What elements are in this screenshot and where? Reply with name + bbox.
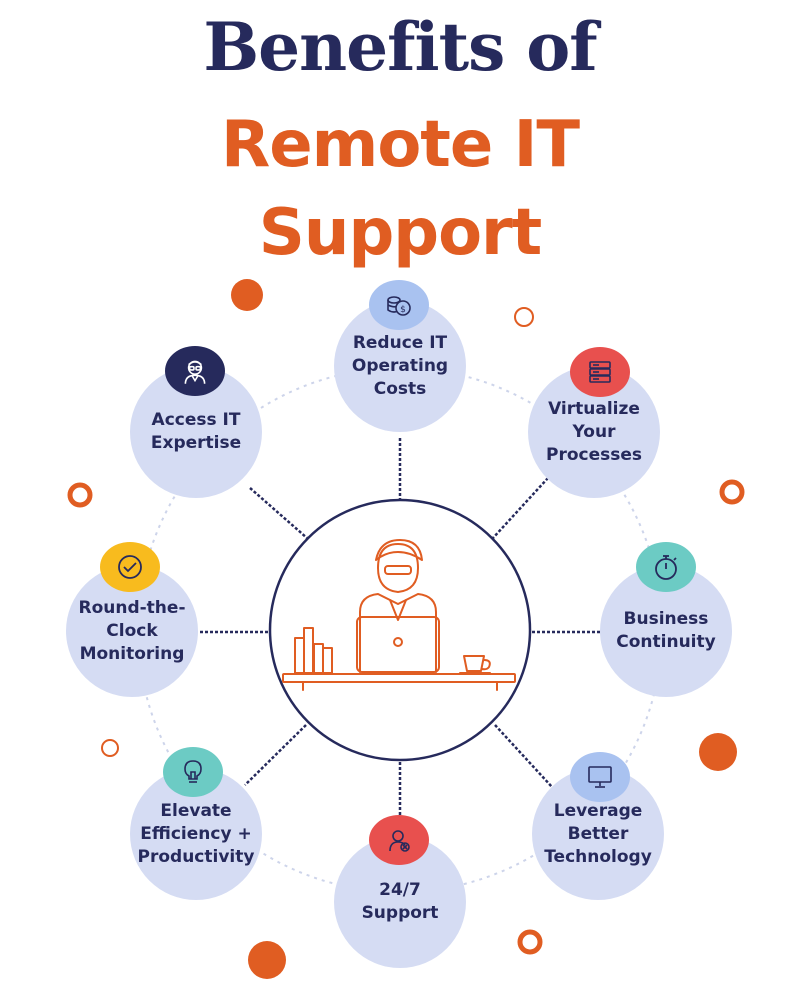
server-icon [570,347,630,397]
deco-dot [719,479,745,505]
deco-dot [67,482,93,508]
checkmark-icon [100,542,160,592]
benefit-label: Business Continuity [616,609,716,652]
benefit-node-business-continuity: Business Continuity [600,565,732,697]
coins-icon: $ [369,280,429,330]
decorative-dots [67,279,745,979]
benefit-label: Elevate Efficiency + Productivity [137,800,255,867]
support-agent-icon [369,815,429,865]
benefit-label: Virtualize Your Processes [545,398,642,465]
svg-text:$: $ [400,305,406,315]
deco-dot [699,733,737,771]
person-at-laptop-icon [282,539,516,691]
deco-dot [248,941,286,979]
monitor-icon [570,752,630,802]
stopwatch-icon [636,542,696,592]
expert-person-icon [165,346,225,396]
connector-top-left [249,487,308,539]
deco-dot [514,307,534,327]
benefit-label: Reduce IT Operating Costs [351,332,449,399]
connector-bottom-left [244,724,307,786]
title-line-2: Remote IT [220,108,580,182]
center-hub [268,498,532,762]
deco-dot [231,279,263,311]
connector-bottom-right [494,724,553,788]
lightbulb-icon [163,747,223,797]
benefit-label: Access IT Expertise [150,410,242,453]
title-line-1: Benefits of [203,8,597,86]
deco-dot [101,739,119,757]
benefit-label: 24/7 Support [361,880,439,923]
deco-dot [517,929,543,955]
benefit-label: Round-the- Clock Monitoring [78,597,186,664]
connector-top-right [492,477,549,539]
benefit-node-24-7-support: 24/7 Support [334,836,466,968]
benefit-label: Leverage Better Technology [544,800,652,867]
title-line-3: Support [258,196,542,270]
